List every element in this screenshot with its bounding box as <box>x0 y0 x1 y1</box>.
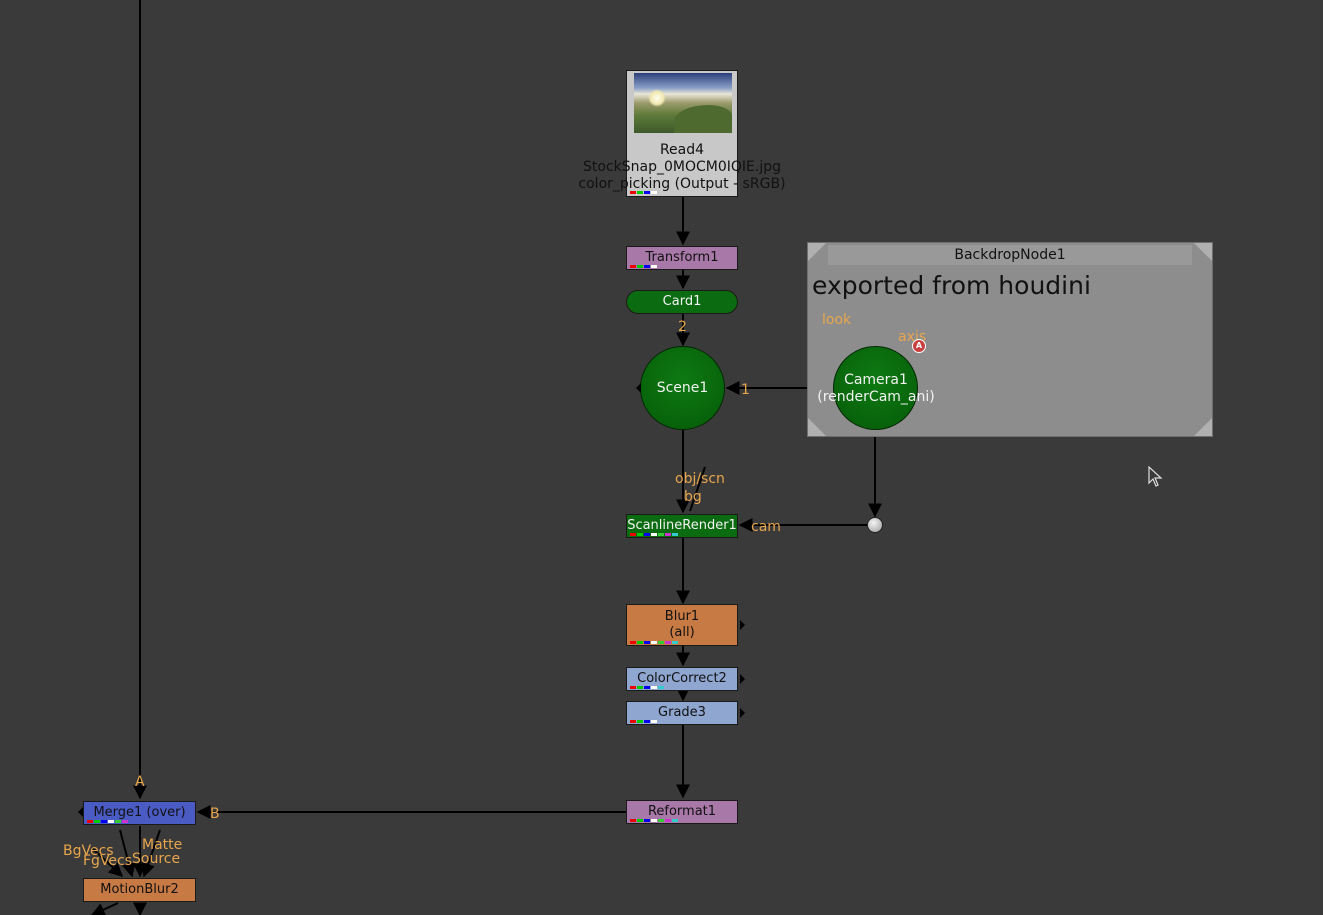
source-input-label: Source <box>132 851 181 867</box>
read4-thumbnail <box>634 73 732 133</box>
merge1-node[interactable]: Merge1 (over) <box>83 801 196 825</box>
motionblur2-label: MotionBlur2 <box>100 882 179 897</box>
colorcorrect2-mask-arrow[interactable] <box>740 674 745 684</box>
reformat1-channel-bar <box>630 819 679 822</box>
backdrop-corner-br[interactable] <box>1194 418 1212 436</box>
scene1-node[interactable]: Scene1 <box>640 346 725 430</box>
bgvecs-input-label: BgVecs <box>63 843 114 859</box>
transform1-label: Transform1 <box>645 250 719 265</box>
sun-glow <box>648 89 666 107</box>
transform1-channel-bar <box>630 265 658 268</box>
camera1-node[interactable] <box>833 346 918 430</box>
scene-cam-input-label: 1 <box>741 382 750 398</box>
scene1-label: Scene1 <box>656 379 709 396</box>
read4-channel-bar <box>630 191 658 194</box>
mouse-cursor-icon <box>1148 466 1163 487</box>
read4-file: StockSnap_0MOCM0IQIE.jpg <box>583 159 781 175</box>
blur1-label: Blur1 <box>664 609 700 624</box>
backdrop-corner-tr[interactable] <box>1194 243 1212 261</box>
read4-labels: Read4 StockSnap_0MOCM0IQIE.jpg color_pic… <box>570 142 794 193</box>
bg-input-label: bg <box>684 489 702 505</box>
matte-input-label: Matte <box>142 837 183 853</box>
scanline-channel-bar <box>630 533 679 536</box>
axis-badge-text: A <box>915 341 923 350</box>
axis-badge-icon: A <box>912 339 926 353</box>
backdrop-corner-tl[interactable] <box>808 243 826 261</box>
merge1-mask-arrow[interactable] <box>78 807 83 817</box>
wire-fgvecs <box>119 829 136 878</box>
camera1-labels: Camera1 (renderCam_ani) <box>806 372 946 406</box>
reformat1-node[interactable]: Reformat1 <box>626 800 738 824</box>
obj-scn-input-label: obj/scn <box>675 471 725 487</box>
merge-a-input-label: A <box>135 774 145 790</box>
motionblur2-node[interactable]: MotionBlur2 <box>83 878 196 902</box>
read4-name: Read4 <box>659 142 705 158</box>
look-input-label: look <box>822 312 852 328</box>
grade3-mask-arrow[interactable] <box>740 708 745 718</box>
read4-colorspace: color_picking (Output - sRGB) <box>578 176 786 192</box>
card-input-label: 2 <box>678 319 687 335</box>
merge1-label: Merge1 (over) <box>93 805 186 820</box>
backdrop-note: exported from houdini <box>812 271 1091 300</box>
merge-b-input-label: B <box>210 806 220 822</box>
wire-obj-scn <box>689 466 706 512</box>
camera1-sub: (renderCam_ani) <box>817 389 935 405</box>
fgvecs-input-label: FgVecs <box>83 853 133 869</box>
dot-node[interactable] <box>867 517 883 533</box>
scanlinerender1-label: ScanlineRender1 <box>627 518 737 533</box>
reformat1-label: Reformat1 <box>647 804 717 819</box>
backdrop-corner-bl[interactable] <box>808 418 826 436</box>
cam-input-label: cam <box>751 519 781 535</box>
card1-node[interactable]: Card1 <box>626 290 738 314</box>
merge1-channel-bar <box>87 820 129 823</box>
blur1-mask-arrow[interactable] <box>740 620 745 630</box>
blur1-sub: (all) <box>669 625 695 640</box>
wire-bgvecs <box>91 847 124 877</box>
grade3-node[interactable]: Grade3 <box>626 701 738 725</box>
blur1-node[interactable]: Blur1 (all) <box>626 604 738 646</box>
colorcorrect2-node[interactable]: ColorCorrect2 <box>626 667 738 691</box>
backdrop-title-bar: BackdropNode1 <box>828 245 1192 265</box>
wire-mb-out-1 <box>90 902 119 915</box>
blur1-channel-bar <box>630 641 679 644</box>
grade3-channel-bar <box>630 720 658 723</box>
hill-shape <box>674 105 732 133</box>
scanlinerender1-node[interactable]: ScanlineRender1 <box>626 514 738 538</box>
colorcorrect2-label: ColorCorrect2 <box>637 671 727 686</box>
colorcorrect2-channel-bar <box>630 686 665 689</box>
read4-node[interactable] <box>626 70 738 197</box>
camera1-name: Camera1 <box>844 372 908 388</box>
backdrop-title: BackdropNode1 <box>954 247 1066 263</box>
transform1-node[interactable]: Transform1 <box>626 246 738 270</box>
grade3-label: Grade3 <box>658 705 706 720</box>
scene1-input-arrow[interactable] <box>636 383 641 393</box>
card1-label: Card1 <box>662 294 702 309</box>
